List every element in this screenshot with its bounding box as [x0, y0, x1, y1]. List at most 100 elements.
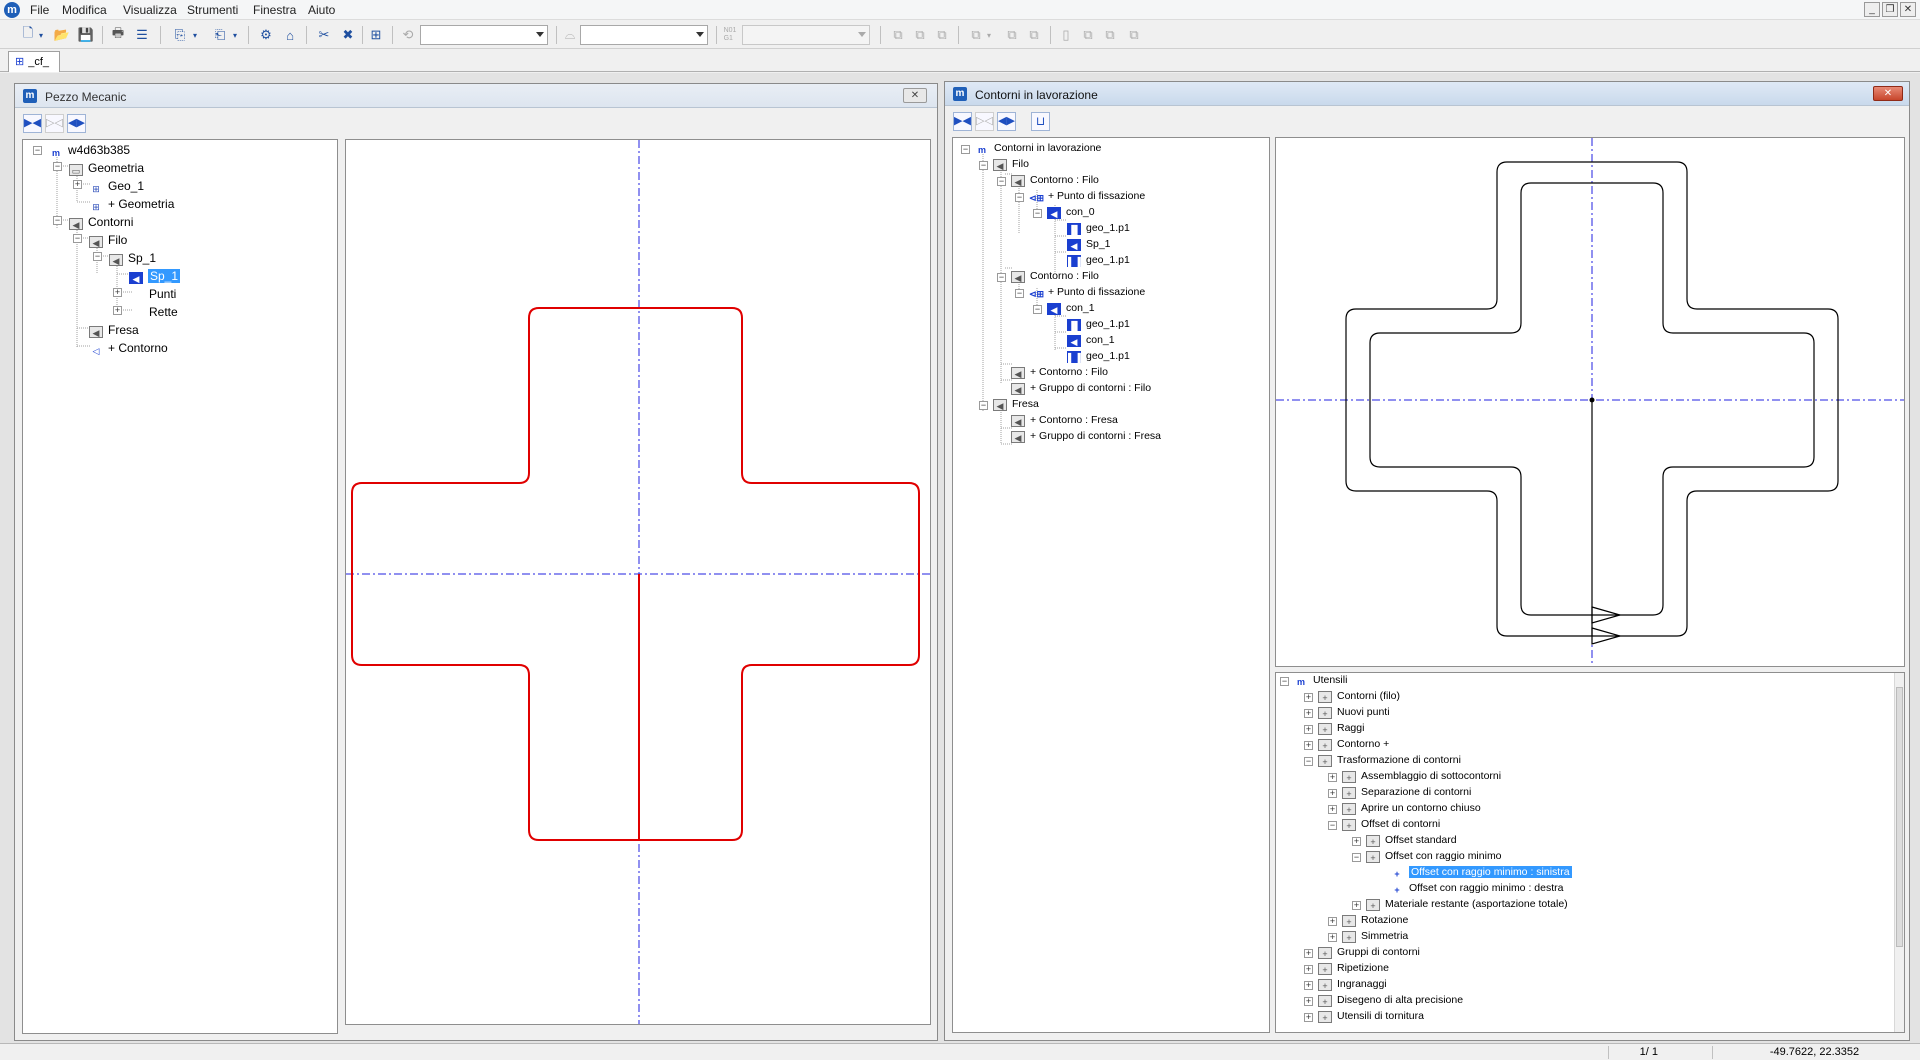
filter-combo[interactable]	[420, 25, 548, 45]
expander-root[interactable]: −	[33, 145, 42, 155]
utensili-expander[interactable]: +	[1352, 836, 1361, 846]
utensili-expander[interactable]: −	[1304, 756, 1313, 766]
contour-tool-icon[interactable]: ⌂	[286, 27, 294, 43]
expander-contorno-filo-2[interactable]: −	[997, 272, 1006, 282]
new-dropdown-icon[interactable]: ▾	[38, 30, 43, 40]
menu-strumenti[interactable]: Strumenti	[187, 3, 239, 17]
menu-file[interactable]: File	[30, 3, 50, 17]
ctree-contorno-filo-1[interactable]: ◀Contorno : Filo	[1011, 174, 1099, 187]
expander-punto-2[interactable]: −	[1015, 288, 1024, 298]
utensili-expander[interactable]: +	[1304, 724, 1313, 734]
utensili-item[interactable]: +Contorno +	[1318, 738, 1389, 751]
nav-open-contour-icon[interactable]: ⊔	[1031, 112, 1050, 131]
nav-expand-icon[interactable]: ◀▶	[997, 112, 1016, 131]
ctree-geo-p1-b[interactable]: ▌▐geo_1.p1	[1067, 254, 1130, 267]
expander-root[interactable]: −	[961, 144, 970, 154]
utensili-scrollbar[interactable]	[1894, 673, 1904, 1032]
tree-add-contorno[interactable]: ◁+ Contorno	[89, 340, 168, 356]
utensili-expander[interactable]: +	[1304, 708, 1313, 718]
menu-finestra[interactable]: Finestra	[253, 3, 297, 17]
ctree-punto-fissazione-1[interactable]: ⊲⊞+ Punto di fissazione	[1029, 190, 1145, 203]
print-icon[interactable]: 🖶	[111, 25, 125, 40]
shape-combo[interactable]	[580, 25, 708, 45]
ctree-con-0[interactable]: ◀con_0	[1047, 206, 1095, 219]
save-icon[interactable]: 💾	[77, 27, 95, 42]
expander-filo[interactable]: −	[979, 160, 988, 170]
utensili-expander[interactable]: +	[1328, 932, 1337, 942]
expander-con1[interactable]: −	[1033, 304, 1042, 314]
ctree-add-gruppo-filo[interactable]: ◀+ Gruppo di contorni : Filo	[1011, 382, 1151, 395]
tree-geometria[interactable]: ▭Geometria	[69, 160, 144, 176]
utensili-expander[interactable]: +	[1304, 996, 1313, 1006]
utensili-item[interactable]: +Simmetria	[1342, 930, 1408, 943]
expander-contorni[interactable]: −	[53, 215, 62, 225]
contorni-drawing-pane[interactable]	[1275, 137, 1905, 667]
utensili-item[interactable]: +Aprire un contorno chiuso	[1342, 802, 1481, 815]
utensili-expander[interactable]: +	[1328, 916, 1337, 926]
ctree-filo[interactable]: ◀Filo	[993, 158, 1029, 171]
nav-collapse-icon[interactable]: ▶◀	[23, 114, 42, 133]
utensili-item[interactable]: +Separazione di contorni	[1342, 786, 1471, 799]
ctree-con-1[interactable]: ◀con_1	[1047, 302, 1095, 315]
ctree-con-1-b[interactable]: ◀con_1	[1067, 334, 1115, 347]
utensili-expander[interactable]: +	[1328, 772, 1337, 782]
ctree-add-contorno-fresa[interactable]: ◀+ Contorno : Fresa	[1011, 414, 1118, 427]
scroll-thumb[interactable]	[1896, 687, 1903, 947]
ctree-add-contorno-filo[interactable]: ◀+ Contorno : Filo	[1011, 366, 1108, 379]
utensili-expander[interactable]: +	[1352, 900, 1361, 910]
utensili-item[interactable]: +Offset con raggio minimo : destra	[1390, 882, 1563, 895]
tree-sp-1-selected[interactable]: ◀Sp_1	[129, 268, 181, 284]
ctree-geo-p1-d[interactable]: ▌▐geo_1.p1	[1067, 350, 1130, 363]
expander-rette[interactable]: +	[113, 305, 122, 315]
tree-filo[interactable]: ◀Filo	[89, 232, 127, 248]
tab-document[interactable]: ⊞_cf_	[8, 51, 60, 72]
import-icon[interactable]: ⎘	[174, 27, 186, 42]
export-dropdown-icon[interactable]: ▾	[232, 30, 237, 40]
pezzo-window-titlebar[interactable]: m Pezzo Mecanic ✕	[15, 84, 937, 108]
utensili-expander[interactable]: +	[1304, 740, 1313, 750]
expander-geo1[interactable]: +	[73, 179, 82, 189]
ctree-sp-1[interactable]: ◀Sp_1	[1067, 238, 1111, 251]
ctree-fresa[interactable]: ◀Fresa	[993, 398, 1039, 411]
utensili-item[interactable]: +Ingranaggi	[1318, 978, 1387, 991]
utensili-expander[interactable]: +	[1304, 692, 1313, 702]
expander-contorno-filo-1[interactable]: −	[997, 176, 1006, 186]
ctree-geo-p1-a[interactable]: ▐▌geo_1.p1	[1067, 222, 1130, 235]
utensili-item[interactable]: +Rotazione	[1342, 914, 1408, 927]
geometry-tool-icon[interactable]: ⚙	[260, 27, 272, 42]
utensili-item[interactable]: +Assemblaggio di sottocontorni	[1342, 770, 1501, 783]
expander-sp1[interactable]: −	[93, 251, 102, 261]
utensili-item[interactable]: +Offset con raggio minimo : sinistra	[1390, 866, 1572, 879]
tree-contorni[interactable]: ◀Contorni	[69, 214, 133, 230]
utensili-expander[interactable]: +	[1304, 948, 1313, 958]
open-folder-icon[interactable]: 📂	[53, 27, 71, 42]
menu-aiuto[interactable]: Aiuto	[308, 3, 336, 17]
utensili-item[interactable]: +Nuovi punti	[1318, 706, 1390, 719]
utensili-item[interactable]: +Offset con raggio minimo	[1366, 850, 1502, 863]
tree-add-geometria[interactable]: ⊞+ Geometria	[89, 196, 174, 212]
utensili-expander[interactable]: −	[1328, 820, 1337, 830]
utensili-item[interactable]: +Contorni (filo)	[1318, 690, 1400, 703]
ctree-contorno-filo-2[interactable]: ◀Contorno : Filo	[1011, 270, 1099, 283]
expander-punti[interactable]: +	[113, 287, 122, 297]
utensili-item[interactable]: +Raggi	[1318, 722, 1364, 735]
utensili-expander[interactable]: +	[1304, 1012, 1313, 1022]
delete-icon[interactable]: ✖	[342, 27, 354, 42]
close-icon[interactable]: ✕	[1900, 2, 1916, 17]
export-icon[interactable]: ⎗	[214, 27, 226, 42]
expander-filo[interactable]: −	[73, 233, 82, 243]
restore-icon[interactable]: ❐	[1882, 2, 1898, 17]
tree-geo-1[interactable]: ⊞Geo_1	[89, 178, 144, 194]
utensili-item[interactable]: +Trasformazione di contorni	[1318, 754, 1461, 767]
expander-con0[interactable]: −	[1033, 208, 1042, 218]
expander-fresa[interactable]: −	[979, 400, 988, 410]
utensili-item[interactable]: +Materiale restante (asportazione totale…	[1366, 898, 1568, 911]
utensili-item[interactable]: +Offset di contorni	[1342, 818, 1440, 831]
ctree-geo-p1-c[interactable]: ▐▌geo_1.p1	[1067, 318, 1130, 331]
expander-punto-1[interactable]: −	[1015, 192, 1024, 202]
pezzo-drawing-pane[interactable]	[345, 139, 931, 1025]
expander-utensili[interactable]: −	[1280, 676, 1289, 686]
